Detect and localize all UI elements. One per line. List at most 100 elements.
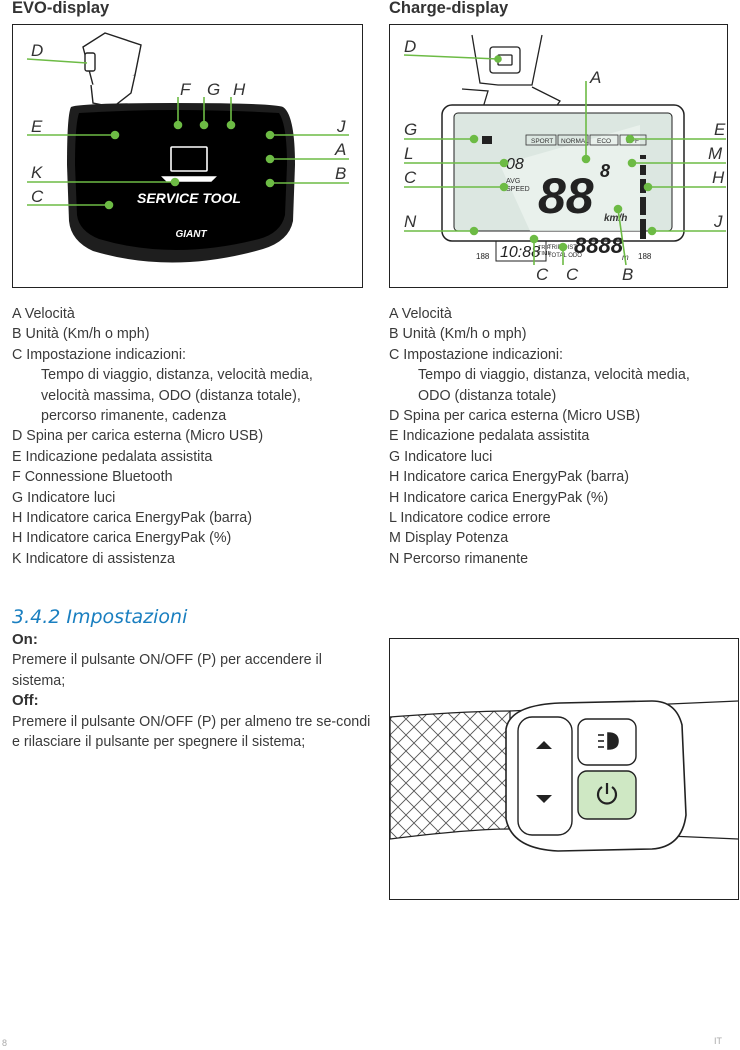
light-indicator xyxy=(482,136,492,144)
charge-label-m: M xyxy=(708,144,723,163)
legend-item: N Percorso rimanente xyxy=(389,550,529,567)
off-description: Premere il pulsante ON/OFF (P) per almen… xyxy=(12,713,371,751)
arrow-up-icon[interactable] xyxy=(536,741,552,749)
settings-text: On: Premere il pulsante ON/OFF (P) per a… xyxy=(12,630,377,752)
battery-percent-digits: 188 xyxy=(638,252,652,261)
charge-label-b: B xyxy=(622,265,633,284)
on-label: On: xyxy=(12,631,38,648)
charge-label-g: G xyxy=(404,120,417,139)
language-mark: IT xyxy=(714,1036,722,1046)
charge-display-title: Charge-display xyxy=(389,0,509,17)
charge-mount xyxy=(461,34,561,122)
section-heading: 3.4.2 Impostazioni xyxy=(12,606,188,628)
mode-normal: NORMAL xyxy=(561,138,589,145)
evo-callouts xyxy=(26,58,349,210)
legend-item: E Indicazione pedalata assistita xyxy=(389,428,590,445)
evo-display-title: EVO-display xyxy=(12,0,110,17)
charge-label-n: N xyxy=(404,212,417,231)
light-button[interactable] xyxy=(577,718,637,766)
legend-item: H Indicatore carica EnergyPak (%) xyxy=(12,530,232,547)
legend-item: A Velocità xyxy=(389,306,452,322)
evo-label-d: D xyxy=(31,41,43,60)
headlight-icon xyxy=(598,732,619,750)
legend-item: K Indicatore di assistenza xyxy=(12,550,175,567)
legend-item: B Unità (Km/h o mph) xyxy=(12,326,150,343)
mode-indicators xyxy=(525,134,647,146)
speed-decimal-digit: 8 xyxy=(600,161,610,181)
evo-label-b: B xyxy=(335,164,346,183)
evo-label-a: A xyxy=(334,140,346,159)
legend-item: velocità massima, ODO (distanza totale), xyxy=(41,387,301,404)
charge-label-a: A xyxy=(589,68,601,87)
legend-item: M Display Potenza xyxy=(389,530,509,547)
on-description: Premere il pulsante ON/OFF (P) per accen… xyxy=(12,652,322,689)
total-odo-label: TOTAL ODO xyxy=(548,253,582,259)
remote-illustration xyxy=(389,700,739,852)
legend-item: G Indicatore luci xyxy=(389,448,493,465)
grip xyxy=(389,710,511,840)
charge-legend: A Velocità B Unità (Km/h o mph) C Impost… xyxy=(389,304,690,569)
mode-eco: ECO xyxy=(597,138,611,145)
speed-unit: km/h xyxy=(604,213,627,224)
remaining-range-digits: 188 xyxy=(476,252,490,261)
evo-label-g: G xyxy=(207,80,220,99)
legend-item: H Indicatore carica EnergyPak (%) xyxy=(389,489,609,506)
legend-item: G Indicatore luci xyxy=(12,489,116,506)
charge-label-c1: C xyxy=(536,265,549,284)
charge-label-j: J xyxy=(713,212,723,231)
legend-item: ODO (distanza totale) xyxy=(418,387,557,404)
service-tool-text: SERVICE TOOL xyxy=(137,190,241,206)
legend-item: B Unità (Km/h o mph) xyxy=(389,326,527,343)
evo-label-e: E xyxy=(31,117,43,136)
mode-sport: SPORT xyxy=(531,138,553,145)
power-icon xyxy=(596,783,618,805)
giant-logo: GIANT xyxy=(175,229,207,240)
charge-label-d: D xyxy=(404,37,416,56)
time-box xyxy=(495,240,547,262)
charge-label-h: H xyxy=(712,168,725,187)
legend-item: C Impostazione indicazioni: xyxy=(389,346,564,363)
error-code-digits: 08 xyxy=(506,156,524,173)
evo-label-f: F xyxy=(180,80,192,99)
lcd-body xyxy=(441,104,685,242)
remote-figure xyxy=(389,638,739,900)
legend-item: percorso rimanente, cadenza xyxy=(41,408,227,425)
charge-callouts xyxy=(403,54,726,266)
legend-item: E Indicazione pedalata assistita xyxy=(12,448,213,465)
legend-item: D Spina per carica esterna (Micro USB) xyxy=(12,428,264,445)
evo-legend: A Velocità B Unità (Km/h o mph) C Impost… xyxy=(12,304,313,569)
charge-label-c: C xyxy=(404,168,417,187)
legend-item: C Impostazione indicazioni: xyxy=(12,346,187,363)
evo-label-k: K xyxy=(31,163,43,182)
evo-label-h: H xyxy=(233,80,246,99)
off-label: Off: xyxy=(12,692,39,710)
legend-item: H Indicatore carica EnergyPak (barra) xyxy=(12,510,252,527)
time-label: TIME xyxy=(538,251,551,257)
page-number: 8 xyxy=(2,1038,8,1048)
charge-label-c2: C xyxy=(566,265,579,284)
legend-item: A Velocità xyxy=(12,306,75,322)
charge-label-e: E xyxy=(714,120,726,139)
usb-plug-icon xyxy=(82,32,142,108)
battery-bar xyxy=(640,155,646,239)
evo-label-c: C xyxy=(31,187,44,206)
charge-label-l: L xyxy=(404,144,413,163)
charge-display-figure: SPORT NORMAL ECO OFF 08 88 8 8888 10:88 … xyxy=(389,24,728,288)
evo-display-illustration: SERVICE TOOL GIANT D E K C F G H J A B xyxy=(26,32,349,263)
speed-label: SPEED xyxy=(506,186,530,193)
power-button[interactable] xyxy=(577,770,637,820)
legend-item: H Indicatore carica EnergyPak (barra) xyxy=(389,469,629,486)
trip-label: TRIP xyxy=(538,245,551,251)
evo-display-figure: SERVICE TOOL GIANT D E K C F G H J A B xyxy=(12,24,363,288)
up-down-rocker xyxy=(517,716,573,836)
charge-display-illustration: SPORT NORMAL ECO OFF 08 88 8 8888 10:88 … xyxy=(403,34,726,284)
legend-item: Tempo di viaggio, distanza, velocità med… xyxy=(418,367,690,384)
avg-label: AVG xyxy=(506,178,520,185)
arrow-down-icon[interactable] xyxy=(536,795,552,803)
speed-digits: 88 xyxy=(538,168,594,224)
legend-item: F Connessione Bluetooth xyxy=(12,469,173,486)
legend-item: L Indicatore codice errore xyxy=(389,510,551,527)
time-digits: 10:88 xyxy=(500,244,540,261)
legend-item: Tempo di viaggio, distanza, velocità med… xyxy=(41,367,313,384)
evo-label-j: J xyxy=(336,117,346,136)
